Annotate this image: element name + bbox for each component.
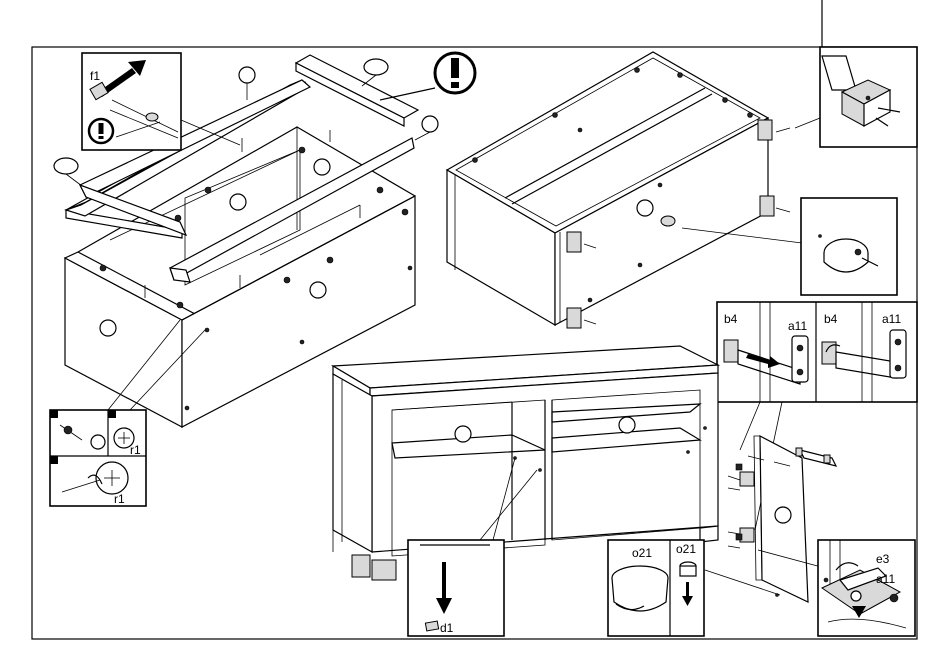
o21-detail-box: o21 o21	[608, 540, 704, 636]
label-r1-a: r1	[130, 443, 141, 457]
label-a11-hinge: a11	[876, 572, 895, 586]
label-a11-left: a11	[788, 319, 807, 333]
label-a11-right: a11	[882, 312, 901, 326]
cam-lock-detail-box: r1 r1	[50, 410, 146, 506]
label-o21-right: o21	[676, 542, 696, 556]
dowel-detail-box: f1	[82, 53, 181, 150]
label-o21-left: o21	[632, 546, 652, 560]
label-d1: d1	[440, 621, 454, 635]
label-b4-left: b4	[724, 312, 738, 326]
d1-detail-box: d1	[408, 540, 504, 636]
round-foot-detail-box	[801, 198, 897, 295]
carcass-right	[447, 52, 768, 325]
warning-icon	[89, 119, 113, 143]
label-f1: f1	[90, 69, 100, 83]
warning-icon	[435, 53, 475, 93]
hinge-adjust-detail-box: e3 a11	[818, 540, 915, 636]
label-b4-right: b4	[824, 312, 838, 326]
label-e3: e3	[876, 552, 890, 566]
foot-block-detail-box	[820, 47, 917, 147]
label-r1-b: r1	[114, 492, 125, 506]
hinge-detail-box: b4 a11 b4 a11	[717, 302, 917, 402]
